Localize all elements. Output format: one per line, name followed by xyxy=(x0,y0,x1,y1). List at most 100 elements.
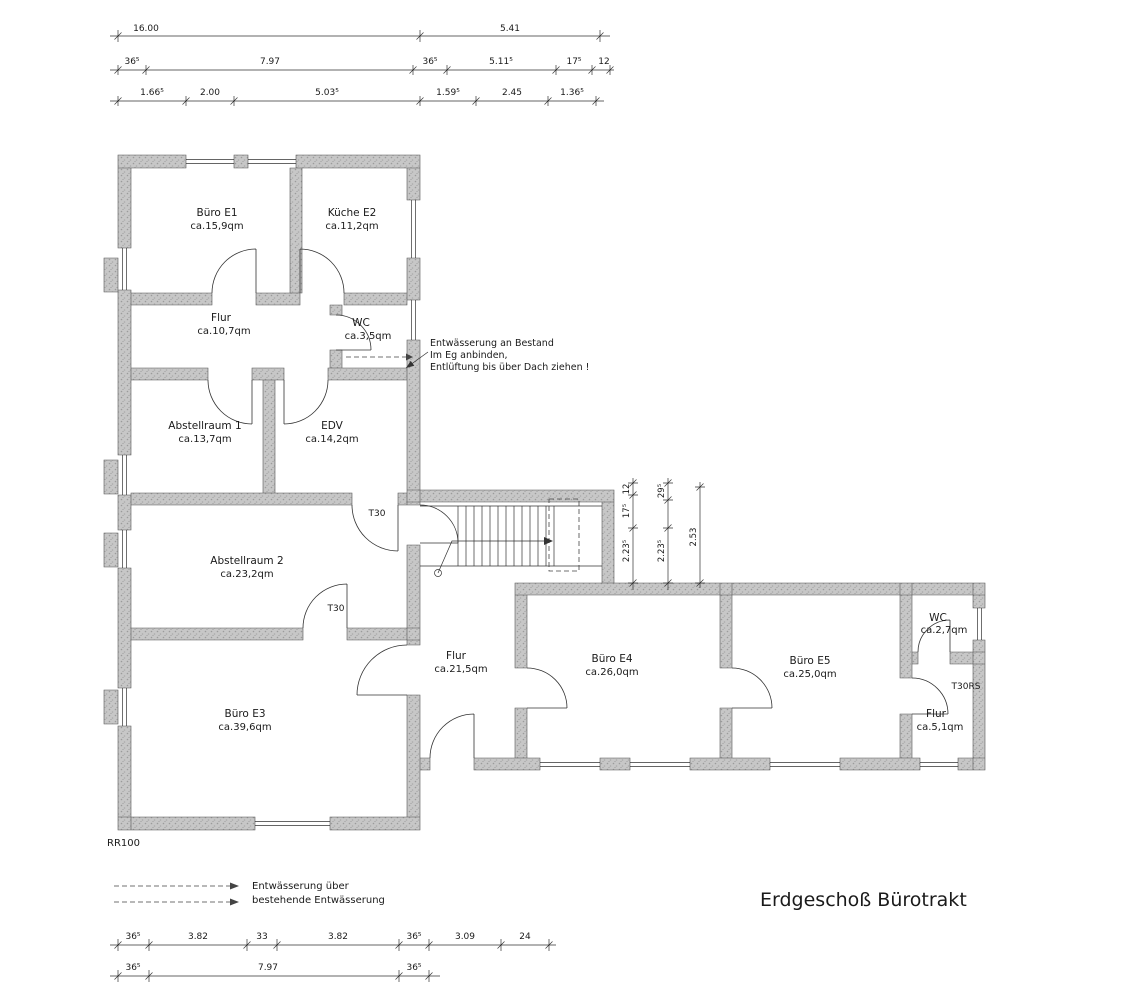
room-area-buero-e1: ca.15,9qm xyxy=(190,221,243,232)
dim-label: 3.82 xyxy=(188,932,208,942)
room-name-buero-e3: Büro E3 xyxy=(224,708,265,720)
room-name-buero-e4: Büro E4 xyxy=(591,653,632,665)
stair-walkline-start xyxy=(434,569,442,577)
dim-label: 17⁵ xyxy=(566,57,581,67)
dim-label: 16.00 xyxy=(133,24,159,34)
note-line-2: Im Eg anbinden, xyxy=(430,350,508,361)
door-swing-lines xyxy=(207,248,951,759)
room-name-wc-1: WC xyxy=(352,317,370,329)
dim-label: 1.66⁵ xyxy=(140,88,164,98)
room-area-flur-rechts: ca.5,1qm xyxy=(917,722,964,733)
legend-arrowhead-1 xyxy=(230,882,239,890)
room-name-abstellraum-2: Abstellraum 2 xyxy=(210,555,283,567)
room-name-flur-eg: Flur xyxy=(211,312,232,324)
door-swings xyxy=(207,248,951,759)
door-tags: T30 T30 T30RS RR100 xyxy=(107,509,981,849)
room-area-wc-2: ca.2,7qm xyxy=(921,625,968,636)
dim-label: 36⁵ xyxy=(124,57,139,67)
dim-line xyxy=(110,96,604,106)
window-lines-horizontal xyxy=(186,159,958,826)
dim-line xyxy=(110,30,610,42)
stair-walkline-arrow xyxy=(544,537,553,545)
room-area-buero-e4: ca.26,0qm xyxy=(585,667,638,678)
room-name-wc-2: WC xyxy=(929,612,947,624)
note-line-1: Entwässerung an Bestand xyxy=(430,338,554,349)
dim-label: 2.23⁵ xyxy=(657,540,667,562)
dim-label: 36⁵ xyxy=(422,57,437,67)
room-name-flur-rechts: Flur xyxy=(926,708,947,720)
dim-label: 3.82 xyxy=(328,932,348,942)
room-area-wc-1: ca.3,5qm xyxy=(345,331,392,342)
dim-label: 2.45 xyxy=(502,88,522,98)
dim-label: 33 xyxy=(256,932,267,942)
window-symbols xyxy=(122,159,982,826)
room-area-edv: ca.14,2qm xyxy=(305,434,358,445)
dim-chain-top-detail: 1.66⁵ 2.00 5.03⁵ 1.59⁵ 2.45 1.36⁵ xyxy=(110,88,604,106)
rainpipe-tag-rr100: RR100 xyxy=(107,838,140,849)
stair-dashed-outline xyxy=(548,498,580,572)
dim-label: 24 xyxy=(519,932,531,942)
dim-label: 5.11⁵ xyxy=(489,57,513,67)
dim-label: 5.41 xyxy=(500,24,520,34)
room-labels: Büro E1 ca.15,9qm Küche E2 ca.11,2qm Flu… xyxy=(168,207,967,733)
dim-label: 2.23⁵ xyxy=(622,540,632,562)
plan-title: Erdgeschoß Bürotrakt xyxy=(760,889,967,911)
window-lines-vertical xyxy=(122,200,982,726)
dim-label: 36⁵ xyxy=(125,932,140,942)
stair-walkline xyxy=(437,540,544,574)
room-area-abstellraum-2: ca.23,2qm xyxy=(220,569,273,580)
room-area-kueche-e2: ca.11,2qm xyxy=(325,221,378,232)
dim-label: 7.97 xyxy=(260,57,280,67)
room-area-abstellraum-1: ca.13,7qm xyxy=(178,434,231,445)
dim-line xyxy=(663,478,673,590)
dim-label: 12 xyxy=(598,57,609,67)
dim-line xyxy=(110,939,556,951)
room-name-buero-e1: Büro E1 xyxy=(196,207,237,219)
note-line-3: Entlüftung bis über Dach ziehen ! xyxy=(430,362,589,373)
dim-line xyxy=(628,478,638,590)
dim-label: 36⁵ xyxy=(406,963,421,973)
drainage-route xyxy=(346,353,413,361)
door-tag-t30-b: T30 xyxy=(327,604,345,614)
room-area-buero-e3: ca.39,6qm xyxy=(218,722,271,733)
drainage-legend: Entwässerung über bestehende Entwässerun… xyxy=(114,881,385,906)
note-leader-arrowhead xyxy=(406,360,415,368)
room-name-buero-e5: Büro E5 xyxy=(789,655,830,667)
room-area-flur-mitte: ca.21,5qm xyxy=(434,664,487,675)
drainage-arrowhead xyxy=(406,353,413,361)
dim-label: 36⁵ xyxy=(125,963,140,973)
dim-label: 1.36⁵ xyxy=(560,88,584,98)
dim-label: 3.09 xyxy=(455,932,475,942)
legend-text-1: Entwässerung über xyxy=(252,881,350,892)
room-area-buero-e5: ca.25,0qm xyxy=(783,669,836,680)
legend-text-2: bestehende Entwässerung xyxy=(252,895,385,906)
dim-chains-stairwell: 12 17⁵ 2.23⁵ 29⁵ 2.23⁵ 2.53 xyxy=(622,478,705,590)
stair-treads xyxy=(420,505,602,567)
dim-label: 17⁵ xyxy=(622,504,632,518)
room-name-flur-mitte: Flur xyxy=(446,650,467,662)
door-tag-t30-a: T30 xyxy=(368,509,386,519)
dim-line xyxy=(695,482,705,588)
dim-label: 12 xyxy=(622,484,632,495)
room-name-edv: EDV xyxy=(321,420,344,432)
dim-label: 5.03⁵ xyxy=(315,88,339,98)
annotation-note: Entwässerung an Bestand Im Eg anbinden, … xyxy=(405,338,589,373)
dim-label: 1.59⁵ xyxy=(436,88,460,98)
dim-label: 7.97 xyxy=(258,963,278,973)
room-name-kueche-e2: Küche E2 xyxy=(328,207,377,219)
dim-label: 2.00 xyxy=(200,88,220,98)
staircase xyxy=(420,498,602,577)
dim-chain-bottom-1: 36⁵ 3.82 33 3.82 36⁵ 3.09 24 xyxy=(110,932,556,951)
dim-chain-top-overall: 16.00 5.41 xyxy=(110,24,610,42)
room-name-abstellraum-1: Abstellraum 1 xyxy=(168,420,241,432)
dim-line xyxy=(110,65,614,75)
legend-arrowhead-2 xyxy=(230,898,239,906)
dim-chain-bottom-2: 36⁵ 7.97 36⁵ xyxy=(110,963,440,982)
dim-line xyxy=(110,970,440,982)
door-tag-t30rs: T30RS xyxy=(951,682,981,692)
room-area-flur-eg: ca.10,7qm xyxy=(197,326,250,337)
dim-label: 2.53 xyxy=(689,528,699,547)
dim-label: 29⁵ xyxy=(657,484,667,498)
